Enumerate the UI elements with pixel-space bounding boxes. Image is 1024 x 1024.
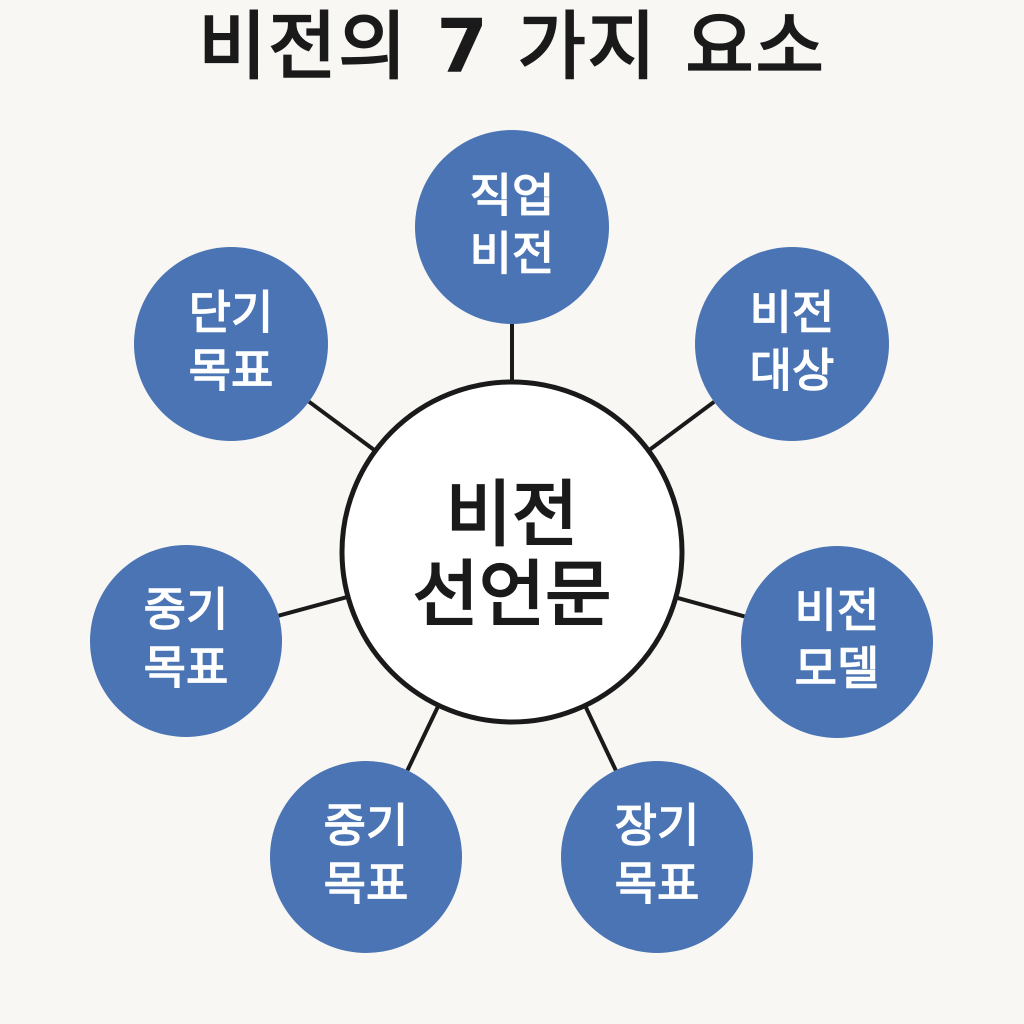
node-circle <box>90 545 282 737</box>
connector-line-2 <box>647 400 716 453</box>
connector-line-6 <box>278 594 349 618</box>
node-label-line-1: 중기 <box>144 583 229 637</box>
node-label-line-1: 직업 <box>470 169 555 223</box>
center-circle <box>339 379 685 725</box>
node-label-line-1: 비전 <box>795 584 880 638</box>
node-mid-term-goal-left: 중기 목표 <box>90 545 282 737</box>
connector-line-3 <box>675 595 746 619</box>
node-vision-model: 비전 모델 <box>741 546 933 738</box>
node-mid-term-goal-bottom: 중기 목표 <box>270 761 462 953</box>
node-label-line-2: 모델 <box>795 642 880 696</box>
node-long-term-goal: 장기 목표 <box>561 761 753 953</box>
node-label-line-2: 목표 <box>324 857 409 911</box>
node-short-term-goal: 단기 목표 <box>134 247 328 441</box>
connector-line-4 <box>583 704 618 772</box>
node-circle <box>695 247 889 441</box>
node-label-line-2: 비전 <box>470 227 555 281</box>
node-label-line-1: 중기 <box>324 799 409 853</box>
page-title: 비전의 7 가지 요소 <box>198 4 826 90</box>
node-label-line-1: 단기 <box>189 286 274 340</box>
center-node: 비전 선언문 <box>339 379 685 725</box>
connectors <box>278 324 746 772</box>
node-label-line-1: 장기 <box>615 799 700 853</box>
node-circle <box>415 130 609 324</box>
connector-line-7 <box>307 400 377 453</box>
node-label-line-1: 비전 <box>750 286 835 340</box>
node-label-line-2: 목표 <box>189 344 274 398</box>
node-circle <box>741 546 933 738</box>
connector-line-5 <box>405 704 441 772</box>
center-line-2: 선언문 <box>413 553 612 637</box>
center-line-1: 비전 <box>446 473 578 557</box>
node-vision-target: 비전 대상 <box>695 247 889 441</box>
node-circle <box>270 761 462 953</box>
node-circle <box>134 247 328 441</box>
node-career-vision: 직업 비전 <box>415 130 609 324</box>
node-label-line-2: 목표 <box>144 641 229 695</box>
node-label-line-2: 대상 <box>750 344 835 398</box>
node-circle <box>561 761 753 953</box>
node-label-line-2: 목표 <box>615 857 700 911</box>
outer-nodes: 직업 비전 비전 대상 비전 모델 장기 목표 중기 목표 <box>90 130 933 953</box>
